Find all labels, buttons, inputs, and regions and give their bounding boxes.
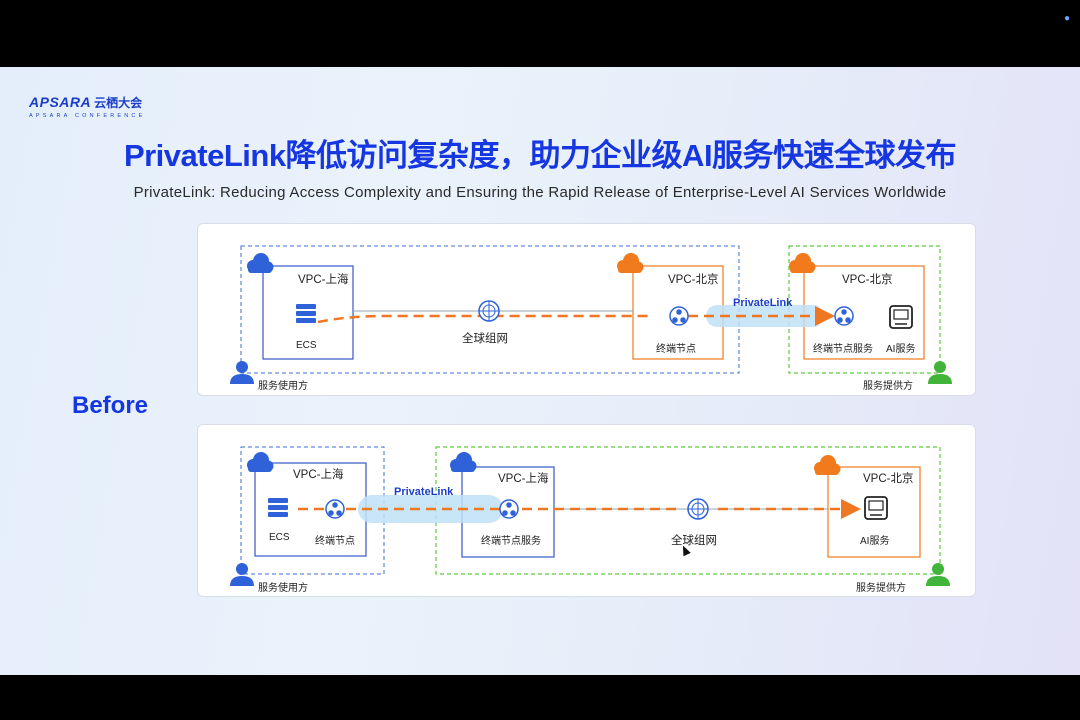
privatelink-label: PrivateLink bbox=[733, 297, 793, 309]
globe-icon bbox=[478, 300, 500, 322]
privatelink-label: PrivateLink bbox=[394, 486, 454, 498]
logo-cn-name: 云栖大会 bbox=[94, 96, 143, 110]
slide-subtitle: PrivateLink: Reducing Access Complexity … bbox=[133, 184, 947, 201]
cloud-icon bbox=[450, 452, 477, 472]
logo-subtitle: APSARA CONFERENCE bbox=[29, 113, 146, 119]
vpc-shanghai-left-label: VPC-上海 bbox=[293, 469, 344, 481]
provider-label: 服务提供方 bbox=[856, 583, 906, 594]
slide-title: PrivateLink降低访问复杂度，助力企业级AI服务快速全球发布 bbox=[123, 138, 957, 173]
ecs-server-icon bbox=[296, 304, 316, 323]
ai-service-icon bbox=[864, 496, 888, 520]
consumer-label: 服务使用方 bbox=[258, 381, 308, 392]
endpoint-service-label: 终端节点服务 bbox=[481, 536, 541, 547]
vpc-beijing-label: VPC-北京 bbox=[863, 473, 914, 485]
vpc-beijing-mid-label: VPC-北京 bbox=[668, 274, 719, 286]
vpc-shanghai-label: VPC-上海 bbox=[298, 274, 349, 286]
ai-service-label: AI服务 bbox=[860, 536, 890, 547]
endpoint-service-icon bbox=[499, 499, 519, 519]
provider-person-icon bbox=[928, 361, 952, 384]
vpc-shanghai-mid-label: VPC-上海 bbox=[498, 473, 549, 485]
consumer-label: 服务使用方 bbox=[258, 583, 308, 594]
cloud-icon bbox=[789, 253, 816, 273]
diagram-panel-top: VPC-上海 VPC-北京 VPC-北京 ECS 全球组网 终端节点 Priva… bbox=[197, 223, 976, 396]
traffic-arrow bbox=[317, 314, 648, 324]
before-label: Before bbox=[72, 392, 149, 419]
ecs-label: ECS bbox=[296, 340, 317, 351]
endpoint-node-label: 终端节点 bbox=[656, 344, 696, 355]
global-network-label: 全球组网 bbox=[671, 535, 717, 547]
ai-service-label: AI服务 bbox=[886, 344, 916, 355]
bottom-letterbox-bar bbox=[0, 675, 1080, 720]
endpoint-node-label: 终端节点 bbox=[315, 536, 355, 547]
pointer-indicator-icon: ● bbox=[1064, 13, 1071, 24]
ai-service-icon bbox=[889, 305, 913, 329]
globe-icon bbox=[687, 498, 709, 520]
cloud-icon bbox=[617, 253, 644, 273]
provider-person-icon bbox=[926, 563, 950, 586]
ecs-server-icon bbox=[268, 498, 288, 517]
logo-brand: APSARA bbox=[29, 94, 92, 110]
endpoint-service-icon bbox=[834, 306, 854, 326]
top-letterbox-bar bbox=[0, 0, 1080, 67]
ecs-label: ECS bbox=[269, 532, 290, 543]
vpc-beijing-right-label: VPC-北京 bbox=[842, 274, 893, 286]
cloud-icon bbox=[247, 452, 274, 472]
endpoint-service-label: 终端节点服务 bbox=[813, 344, 873, 355]
cloud-icon bbox=[247, 253, 274, 273]
diagram-panel-bottom: VPC-上海 VPC-上海 VPC-北京 ECS 终端节点 PrivateLin… bbox=[197, 424, 976, 597]
global-network-label: 全球组网 bbox=[462, 333, 508, 345]
consumer-person-icon bbox=[230, 563, 254, 586]
privatelink-band bbox=[706, 305, 824, 327]
cloud-icon bbox=[814, 455, 841, 475]
endpoint-node-icon bbox=[325, 499, 345, 519]
endpoint-node-icon bbox=[669, 306, 689, 326]
provider-label: 服务提供方 bbox=[863, 381, 913, 392]
